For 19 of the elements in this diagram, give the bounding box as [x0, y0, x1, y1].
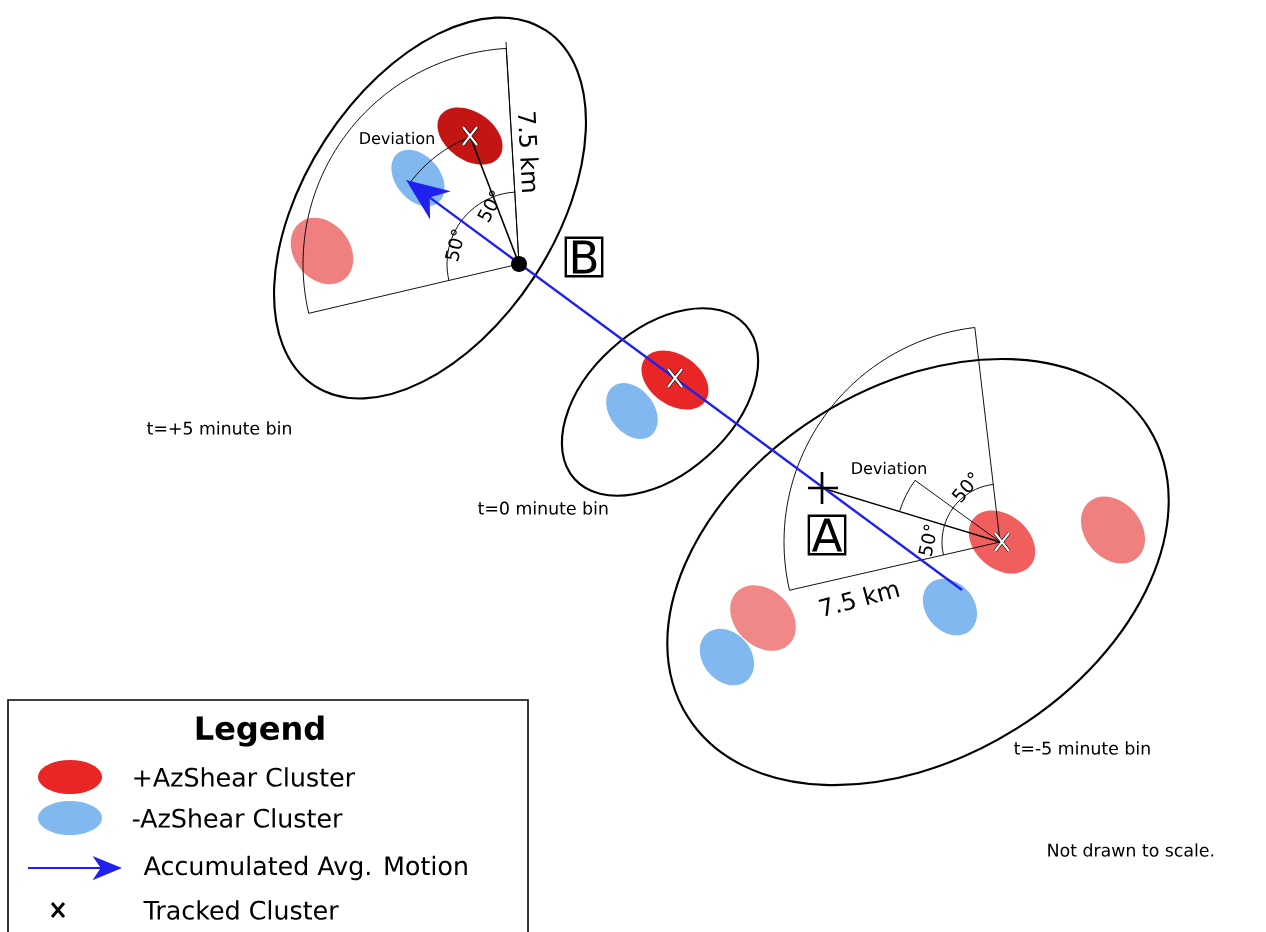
angle-label: 50° [444, 229, 463, 262]
legend-text: +AzShear Cluster [134, 767, 356, 787]
legend-text: Accumulated Avg. Motion [143, 855, 467, 881]
note-text: Not drawn to scale. [1048, 843, 1214, 857]
point-label: B [564, 236, 604, 278]
angle-label: 50° [918, 524, 936, 557]
legend-text: Tracked Cluster [143, 900, 339, 920]
bin-caption: t=-5 minute bin [1014, 741, 1150, 755]
legend-text: -AzShear Cluster [132, 808, 343, 828]
distance-label: 7.5 km [818, 584, 900, 617]
bin-caption: t=+5 minute bin [147, 421, 291, 435]
angle-label: Deviation [360, 131, 434, 145]
angle-label: Deviation [852, 461, 926, 475]
bin-caption: t=0 minute bin [478, 501, 608, 515]
legend-title: Legend [196, 715, 324, 747]
point-label: A [807, 514, 847, 556]
angle-label: 50° [951, 472, 974, 503]
distance-label: 7.5 km [518, 112, 539, 192]
angle-label: 50° [477, 190, 498, 223]
